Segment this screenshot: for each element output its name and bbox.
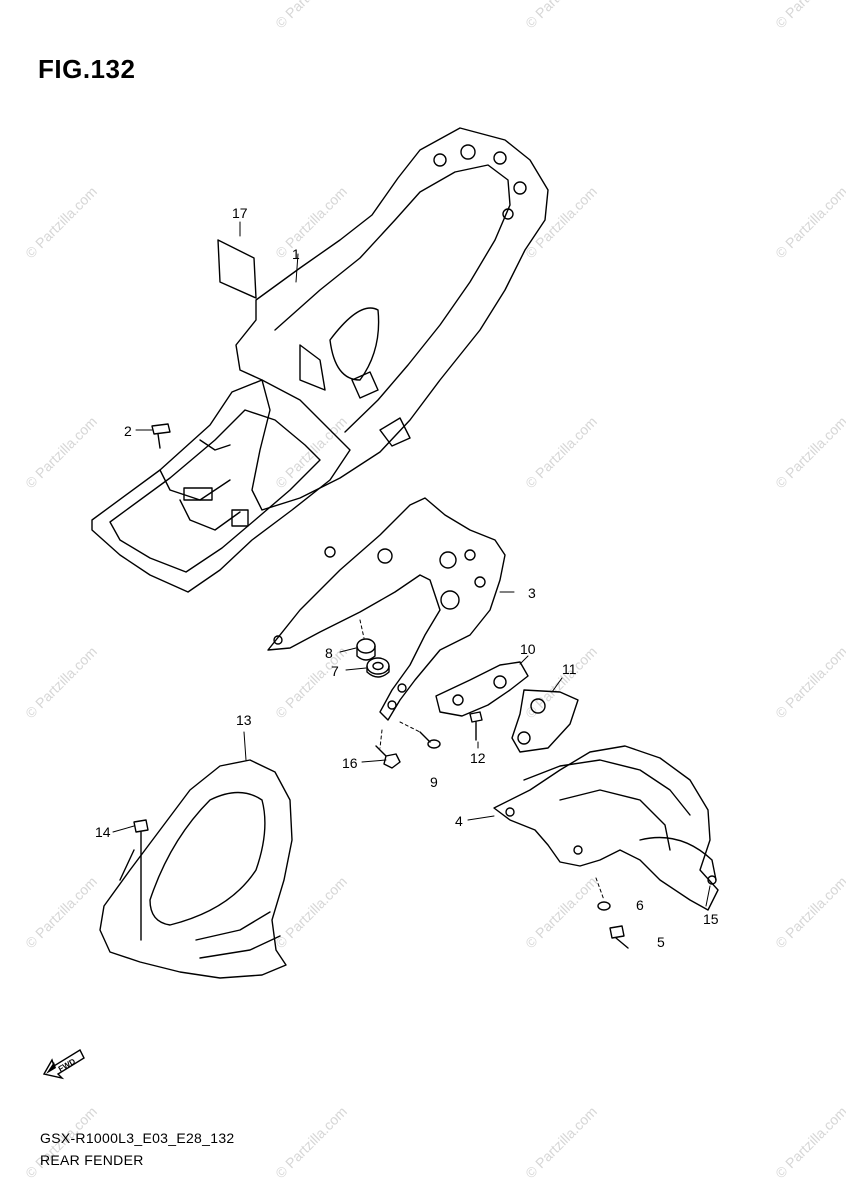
model-code: GSX-R1000L3_E03_E28_132 bbox=[40, 1130, 235, 1146]
callout-7[interactable]: 7 bbox=[331, 663, 339, 679]
leader-lines bbox=[112, 221, 711, 907]
callout-10[interactable]: 10 bbox=[520, 641, 536, 657]
part-4-inner-rear-fender bbox=[493, 745, 719, 911]
callout-8[interactable]: 8 bbox=[325, 645, 333, 661]
part-2-bolt bbox=[151, 423, 171, 449]
callout-2[interactable]: 2 bbox=[124, 423, 132, 439]
callout-4[interactable]: 4 bbox=[455, 813, 463, 829]
callout-17[interactable]: 17 bbox=[232, 205, 248, 221]
callout-14[interactable]: 14 bbox=[95, 824, 111, 840]
section-name: REAR FENDER bbox=[40, 1152, 144, 1168]
part-14-bolt bbox=[133, 819, 149, 941]
callout-13[interactable]: 13 bbox=[236, 712, 252, 728]
callout-1[interactable]: 1 bbox=[292, 246, 300, 262]
part-8-grommet bbox=[356, 638, 376, 661]
part-3-license-bracket bbox=[267, 497, 506, 721]
part-6-washer bbox=[597, 901, 611, 911]
part-13-hugger bbox=[99, 759, 293, 979]
callout-9[interactable]: 9 bbox=[430, 774, 438, 790]
callout-3[interactable]: 3 bbox=[528, 585, 536, 601]
callout-5[interactable]: 5 bbox=[657, 934, 665, 950]
callout-6[interactable]: 6 bbox=[636, 897, 644, 913]
part-12-bolt bbox=[469, 711, 483, 741]
part-9-screw bbox=[419, 731, 441, 749]
callout-12[interactable]: 12 bbox=[470, 750, 486, 766]
part-16-nut bbox=[375, 745, 401, 769]
forward-arrow-icon: FWD bbox=[42, 1049, 85, 1080]
part-5-bolt bbox=[609, 925, 629, 949]
part-11-reflector bbox=[511, 689, 579, 753]
callout-15[interactable]: 15 bbox=[703, 911, 719, 927]
part-7-collar bbox=[366, 657, 390, 678]
part-1-undertray bbox=[91, 379, 351, 593]
callout-16[interactable]: 16 bbox=[342, 755, 358, 771]
part-15-clip bbox=[707, 875, 717, 885]
part-10-reflector-bracket bbox=[435, 661, 529, 717]
part-1-rear-fender-frame bbox=[235, 127, 549, 511]
callout-11[interactable]: 11 bbox=[562, 661, 577, 677]
part-17-label-sticker bbox=[217, 239, 257, 299]
figure-title: FIG.132 bbox=[38, 54, 136, 84]
